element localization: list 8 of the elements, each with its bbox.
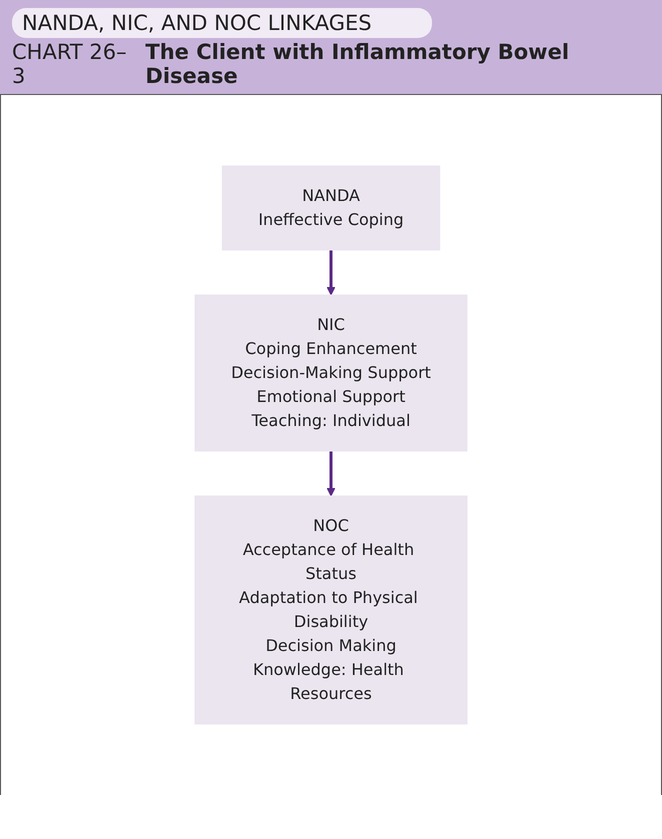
node-box: NANDA Ineffective Coping bbox=[222, 166, 440, 250]
arrow bbox=[326, 451, 336, 496]
chart-number: CHART 26–3 bbox=[12, 40, 128, 88]
node-box: NIC Coping Enhancement Decision-Making Support Emotional Support Teaching: Individual bbox=[194, 294, 468, 452]
title: NANDA, NIC, AND NOC LINKAGES bbox=[12, 8, 432, 38]
arrow bbox=[326, 250, 336, 296]
chart-title: The Client with Inflammatory Bowel Disease bbox=[145, 40, 570, 88]
node-box: NOC Acceptance of Health Status Adaptation to Physical Disability Decision Making Knowledge: Health Resources bbox=[194, 496, 468, 724]
